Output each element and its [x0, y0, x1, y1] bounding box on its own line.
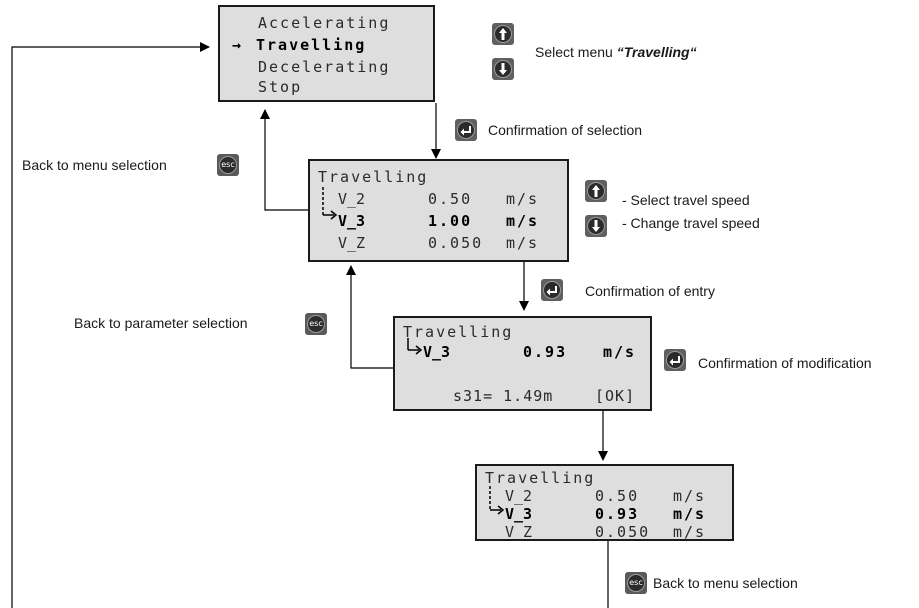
edit-param-name: V_3	[423, 343, 451, 361]
params-display-2: Travelling V_2 0.50 m/s V_3 0.93 m/s V_Z…	[475, 464, 734, 541]
back-menu-label-1: Back to menu selection	[22, 157, 167, 173]
arrow-down-icon	[592, 220, 600, 232]
edit-param-value: 0.93	[523, 343, 568, 361]
selection-bracket-icon	[407, 338, 423, 355]
confirm-entry-label: Confirmation of entry	[585, 283, 715, 299]
esc-button-1[interactable]: esc	[217, 154, 239, 176]
esc-icon: esc	[627, 574, 645, 592]
params1-row-vz-name: V_Z	[338, 234, 366, 252]
esc-button-2[interactable]: esc	[305, 313, 327, 335]
loop-line-left	[11, 42, 210, 608]
enter-button-entry[interactable]	[541, 279, 563, 301]
menu-item-travelling: Travelling	[256, 36, 367, 54]
edit-footer-left: s31= 1.49m	[453, 387, 554, 405]
params-display-1: Travelling V_2 0.50 m/s V_3 1.00 m/s V_Z…	[308, 159, 569, 262]
esc-icon: esc	[307, 315, 325, 333]
menu-item-decelerating: Decelerating	[258, 58, 391, 76]
params2-row-v3-value: 0.93	[595, 505, 640, 523]
change-speed-label: - Change travel speed	[622, 215, 760, 231]
select-menu-prefix: Select menu	[535, 44, 617, 60]
enter-icon	[669, 356, 680, 366]
menu-selected-marker: →	[232, 36, 242, 54]
esc-icon: esc	[219, 156, 237, 174]
back-param-label: Back to parameter selection	[74, 315, 248, 331]
select-speed-label: - Select travel speed	[622, 192, 750, 208]
menu-item-stop: Stop	[258, 78, 303, 96]
esc-button-3[interactable]: esc	[625, 572, 647, 594]
params2-row-v2-name: V_2	[505, 487, 533, 505]
menu-display: Accelerating → Travelling Decelerating S…	[218, 5, 435, 102]
enter-icon	[460, 126, 471, 136]
params1-row-v2-value: 0.50	[428, 190, 473, 208]
edit-param-unit: m/s	[603, 343, 637, 361]
params2-row-vz-value: 0.050	[595, 523, 651, 541]
selection-bracket-icon	[489, 486, 505, 515]
enter-button-select[interactable]	[455, 119, 477, 141]
confirm-modification-label: Confirmation of modification	[698, 355, 872, 371]
edit-display: Travelling V_3 0.93 m/s s31= 1.49m [OK]	[393, 316, 652, 411]
params1-row-v2-unit: m/s	[506, 190, 540, 208]
params2-row-v3-unit: m/s	[673, 505, 707, 523]
params1-row-vz-value: 0.050	[428, 234, 484, 252]
menu-item-accelerating: Accelerating	[258, 14, 391, 32]
params2-row-v2-unit: m/s	[673, 487, 707, 505]
arrow-up-icon	[499, 28, 507, 40]
params1-title: Travelling	[318, 168, 429, 186]
back-menu-label-2: Back to menu selection	[653, 575, 798, 591]
arrow-down-icon	[499, 63, 507, 75]
edit-footer-ok: [OK]	[595, 387, 636, 405]
params1-row-v2-name: V_2	[338, 190, 366, 208]
params2-row-v2-value: 0.50	[595, 487, 640, 505]
up-button-speed[interactable]	[585, 180, 607, 202]
params1-row-v3-value: 1.00	[428, 212, 473, 230]
up-button-menu[interactable]	[492, 23, 514, 45]
arrow-params-to-menu	[260, 109, 308, 211]
confirm-selection-label: Confirmation of selection	[488, 122, 643, 138]
select-menu-label: Select menu “Travelling“	[535, 44, 697, 60]
down-button-menu[interactable]	[492, 58, 514, 80]
selection-bracket-icon	[322, 187, 338, 220]
params1-row-v3-name: V_3	[338, 212, 366, 230]
arrow-edit-to-params	[346, 265, 393, 369]
params2-row-v3-name: V_3	[505, 505, 533, 523]
params1-row-vz-unit: m/s	[506, 234, 540, 252]
params2-row-vz-name: V_Z	[505, 523, 533, 541]
params1-row-v3-unit: m/s	[506, 212, 540, 230]
params2-title: Travelling	[485, 469, 596, 487]
enter-button-modify[interactable]	[664, 349, 686, 371]
edit-title: Travelling	[403, 323, 514, 341]
params2-row-vz-unit: m/s	[673, 523, 707, 541]
enter-icon	[546, 286, 557, 296]
arrow-up-icon	[592, 185, 600, 197]
down-button-speed[interactable]	[585, 215, 607, 237]
select-menu-target: “Travelling“	[616, 44, 697, 60]
